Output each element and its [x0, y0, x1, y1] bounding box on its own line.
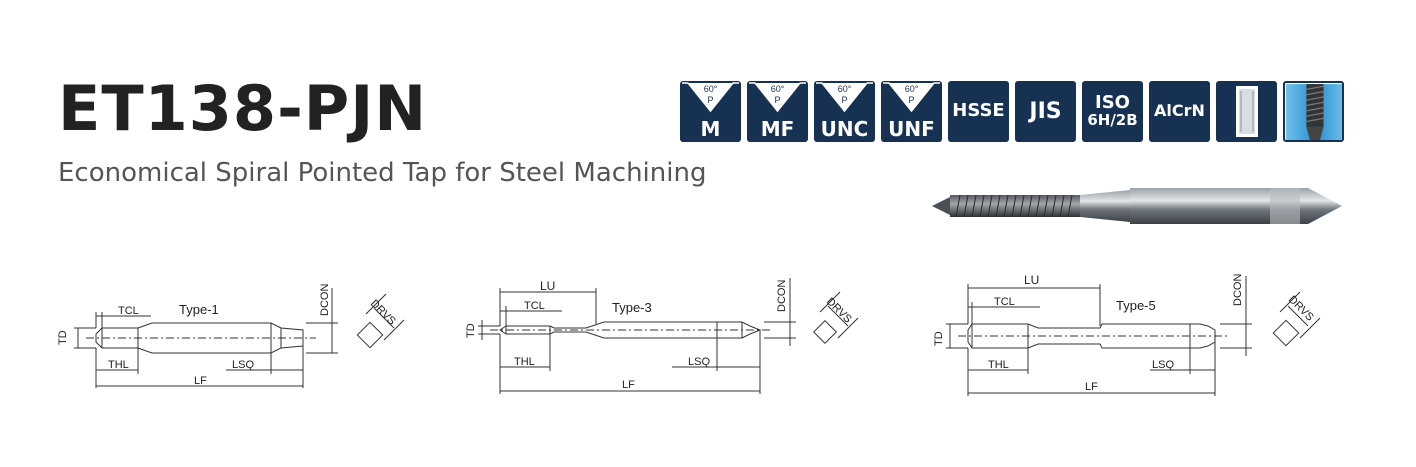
thread-angle: 60° [838, 84, 852, 94]
straight-shank-icon [1236, 86, 1258, 137]
coated-tap-icon [1286, 84, 1342, 140]
thread-pitch: P [774, 95, 780, 105]
thread-mf-label: MF [760, 117, 795, 141]
type1-lf: LF [194, 375, 207, 387]
type1-drvs: DRVS [368, 298, 398, 328]
type5-lsq: LSQ [1152, 359, 1174, 371]
thread-unc-badge: 60° P UNC [814, 81, 875, 142]
type5-lf: LF [1085, 381, 1098, 393]
type5-td: TD [933, 331, 945, 346]
thread-angle: 60° [905, 84, 919, 94]
standard-label: JIS [1029, 98, 1062, 124]
type5-dcon: DCON [1232, 274, 1244, 306]
type3-lf: LF [622, 379, 635, 391]
shank-type-badge [1216, 81, 1277, 142]
type1-tcl: TCL [118, 305, 139, 317]
tolerance-line1: ISO [1095, 92, 1130, 114]
spec-badges: 60° P M 60° P MF 60° P UNC 60° P UNF [680, 81, 1344, 142]
type1-lsq: LSQ [232, 359, 254, 371]
thread-profile-icon: 60° P [682, 82, 739, 113]
thread-pitch: P [841, 95, 847, 105]
thread-m-badge: 60° P M [680, 81, 741, 142]
thread-profile-icon: 60° P [749, 82, 806, 113]
standard-badge: JIS [1015, 81, 1076, 142]
type1-drawing: Type-1 TCL TD THL LSQ LF DCON DRVS [57, 284, 405, 388]
tolerance-badge: ISO 6H/2B [1082, 81, 1143, 142]
coating-label: AlCrN [1154, 101, 1205, 121]
thread-unc-label: UNC [820, 117, 869, 141]
thread-unf-badge: 60° P UNF [881, 81, 942, 142]
material-label: HSSE [952, 100, 1005, 122]
material-badge: HSSE [948, 81, 1009, 142]
type3-label: Type-3 [612, 300, 652, 315]
coating-image-badge [1283, 81, 1344, 142]
type1-label: Type-1 [179, 302, 219, 317]
tolerance-line2: 6H/2B [1087, 111, 1138, 130]
type1-td: TD [57, 330, 69, 345]
thread-pitch: P [707, 95, 713, 105]
thread-unf-label: UNF [888, 117, 935, 141]
thread-angle: 60° [771, 84, 785, 94]
type5-tcl: TCL [994, 296, 1015, 308]
type3-lu: LU [540, 279, 555, 293]
type1-dcon: DCON [319, 284, 331, 316]
type3-drvs: DRVS [824, 296, 854, 326]
product-subtitle: Economical Spiral Pointed Tap for Steel … [58, 158, 707, 188]
thread-profile-icon: 60° P [816, 82, 873, 113]
type3-td: TD [465, 323, 477, 338]
product-title: ET138-PJN [58, 72, 428, 145]
type3-thl: THL [514, 356, 535, 368]
type3-dcon: DCON [776, 280, 788, 312]
thread-m-label: M [700, 117, 721, 141]
thread-angle: 60° [704, 84, 718, 94]
type5-drawing: LU TCL Type-5 TD THL LSQ LF DCON DRVS [933, 273, 1321, 396]
tap-product-image [932, 188, 1342, 224]
type5-thl: THL [988, 359, 1009, 371]
coating-badge: AlCrN [1149, 81, 1210, 142]
thread-pitch: P [908, 95, 914, 105]
type1-thl: THL [108, 359, 129, 371]
thread-mf-badge: 60° P MF [747, 81, 808, 142]
type3-tcl: TCL [524, 300, 545, 312]
type3-lsq: LSQ [688, 356, 710, 368]
type5-lu: LU [1024, 273, 1039, 287]
type5-label: Type-5 [1116, 298, 1156, 313]
type3-drawing: LU TCL Type-3 TD THL LSQ LF DCON DRVS [465, 278, 859, 394]
thread-profile-icon: 60° P [883, 82, 940, 113]
